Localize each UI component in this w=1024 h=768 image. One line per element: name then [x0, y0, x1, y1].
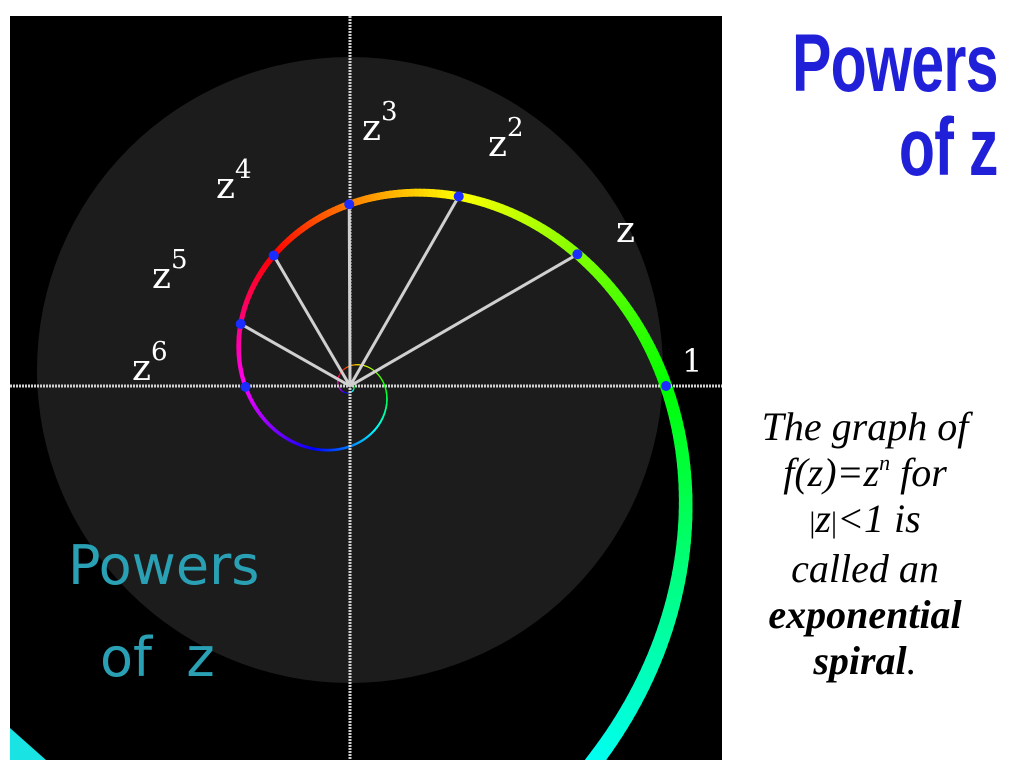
ray-z5	[239, 322, 351, 388]
title-line1: Powers	[792, 18, 998, 109]
caption-line3: |z|<1 is	[809, 496, 921, 541]
point-z6	[240, 381, 251, 392]
label-z5: z5	[152, 245, 188, 297]
ray-z4	[272, 254, 352, 387]
watermark-line1: Powers	[68, 534, 259, 597]
point-z3	[344, 199, 355, 210]
caption-line4: called an	[791, 546, 939, 591]
power-points	[235, 191, 671, 392]
corner-swatch	[10, 728, 46, 760]
ray-z1	[349, 252, 579, 388]
caption: The graph of f(z)=zn for |z|<1 is called…	[730, 404, 1000, 684]
label-z3: z3	[362, 97, 398, 149]
point-z2	[453, 191, 464, 202]
caption-line1: The graph of	[761, 404, 969, 449]
label-z1: z	[616, 210, 635, 251]
exponential-spiral	[236, 188, 693, 760]
point-one	[661, 381, 671, 391]
spiral-figure: z z2 z3 z4 z5 z6 1 Powers of z	[10, 16, 722, 760]
label-z2: z2	[488, 113, 524, 165]
point-z5	[235, 318, 246, 329]
label-one: 1	[682, 342, 702, 380]
point-z4	[268, 250, 279, 261]
label-z4: z4	[216, 155, 252, 207]
caption-line5: exponential	[768, 592, 962, 637]
label-z6: z6	[132, 337, 168, 389]
caption-line6: spiral.	[813, 638, 917, 683]
page-title: Powers of z	[792, 22, 998, 190]
title-line2: of z	[899, 102, 998, 193]
spiral-svg: z z2 z3 z4 z5 z6 1 Powers of z	[10, 16, 722, 760]
watermark-line2: of z	[100, 626, 215, 689]
ray-z2	[348, 195, 461, 387]
caption-line2: f(z)=zn for	[783, 450, 947, 495]
point-z1	[572, 249, 583, 260]
